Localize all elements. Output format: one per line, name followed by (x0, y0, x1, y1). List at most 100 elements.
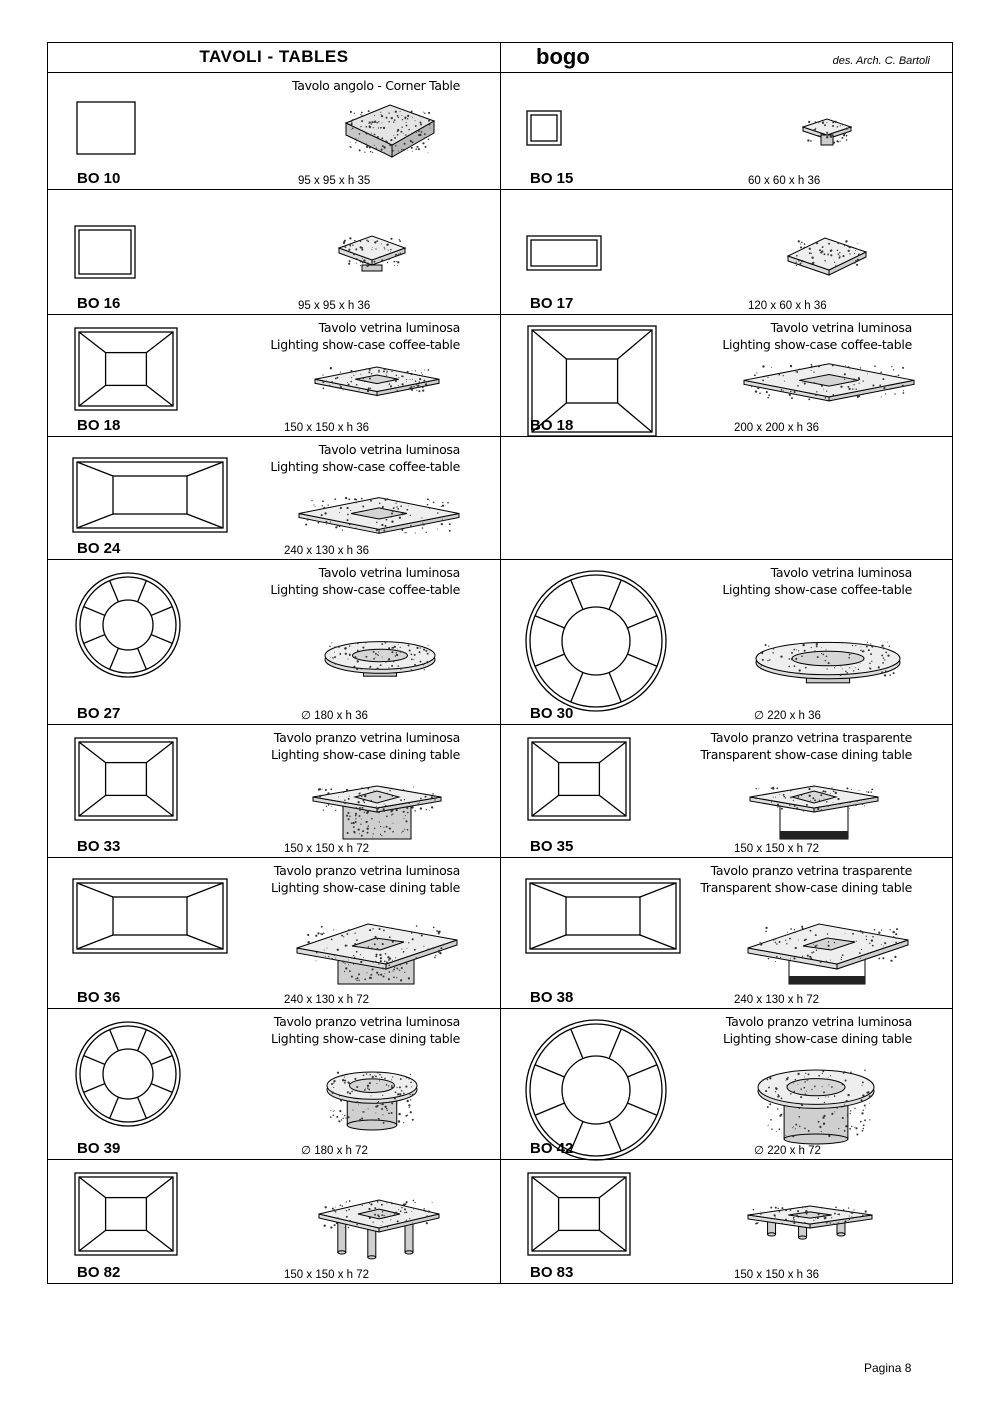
product-dimensions: 60 x 60 x h 36 (748, 175, 820, 187)
product-dimensions: 150 x 150 x h 36 (284, 422, 369, 434)
product-description: Tavolo pranzo vetrina trasparenteTranspa… (700, 862, 912, 896)
product-code: BO 42 (530, 1140, 573, 1157)
product-dimensions: 240 x 130 x h 72 (734, 994, 819, 1006)
plan-view (72, 325, 180, 418)
description-it: Tavolo vetrina luminosa (270, 441, 460, 458)
product-description: Tavolo angolo - Corner Table (292, 77, 460, 94)
description-en: Lighting show-case coffee-table (722, 336, 912, 353)
isometric-view-drawing (755, 1067, 877, 1145)
isometric-view-drawing (785, 234, 869, 276)
plan-view-drawing (72, 735, 180, 823)
plan-view-drawing (523, 876, 683, 956)
isometric-view (785, 234, 869, 281)
description-it: Tavolo vetrina luminosa (722, 319, 912, 336)
plan-view-drawing (525, 234, 605, 274)
product-dimensions: ∅ 180 x h 36 (301, 708, 368, 722)
isometric-view-drawing (340, 103, 440, 159)
description-it: Tavolo vetrina luminosa (270, 319, 460, 336)
product-code: BO 10 (77, 170, 120, 187)
product-code: BO 30 (530, 705, 573, 722)
product-code: BO 24 (77, 540, 120, 557)
product-dimensions: 150 x 150 x h 72 (284, 1269, 369, 1281)
product-code: BO 18 (530, 417, 573, 434)
product-cell: Tavolo pranzo vetrina luminosaLighting s… (48, 1009, 501, 1160)
description-it: Tavolo pranzo vetrina trasparente (700, 729, 912, 746)
product-sheet: TAVOLI - TABLES bogo des. Arch. C. Barto… (47, 42, 953, 1284)
product-description: Tavolo pranzo vetrina luminosaLighting s… (723, 1013, 912, 1047)
description-en: Lighting show-case dining table (271, 1030, 460, 1047)
plan-view (73, 570, 183, 685)
product-code: BO 39 (77, 1140, 120, 1157)
plan-view (75, 100, 139, 163)
description-en: Lighting show-case dining table (271, 746, 460, 763)
plan-view (73, 224, 139, 287)
product-description: Tavolo vetrina luminosaLighting show-cas… (722, 564, 912, 598)
product-dimensions: 150 x 150 x h 36 (734, 1269, 819, 1281)
description-en: Lighting show-case dining table (271, 879, 460, 896)
description-en: Lighting show-case coffee-table (722, 581, 912, 598)
isometric-view (745, 920, 911, 993)
description-en: Transparent show-case dining table (700, 879, 912, 896)
plan-view (70, 876, 230, 961)
page-number: Pagina 8 (864, 1361, 911, 1375)
product-description: Tavolo pranzo vetrina trasparenteTranspa… (700, 729, 912, 763)
plan-view-drawing (73, 224, 139, 282)
product-cell: Tavolo vetrina luminosaLighting show-cas… (48, 437, 501, 560)
description-en: Transparent show-case dining table (700, 746, 912, 763)
product-code: BO 36 (77, 989, 120, 1006)
description-it: Tavolo pranzo vetrina luminosa (723, 1013, 912, 1030)
isometric-view-drawing (747, 783, 881, 843)
product-dimensions: 150 x 150 x h 72 (734, 843, 819, 855)
product-cell: BO 17120 x 60 x h 36 (501, 190, 952, 315)
plan-view-drawing (525, 1170, 633, 1258)
product-cell: Tavolo angolo - Corner Table BO 10 95 x 95… (48, 73, 501, 190)
product-dimensions: ∅ 220 x h 36 (754, 708, 821, 722)
plan-view-drawing (72, 325, 180, 413)
product-dimensions: 120 x 60 x h 36 (748, 300, 827, 312)
product-dimensions: 95 x 95 x h 36 (298, 300, 370, 312)
isometric-view (753, 638, 903, 697)
product-cell: Tavolo pranzo vetrina luminosaLighting s… (48, 858, 501, 1009)
plan-view (525, 109, 565, 154)
product-code: BO 27 (77, 705, 120, 722)
plan-view-drawing (73, 570, 183, 680)
product-code: BO 35 (530, 838, 573, 855)
brand-name: bogo (536, 44, 590, 70)
isometric-view (745, 1204, 875, 1247)
plan-view (72, 735, 180, 828)
description-it: Tavolo pranzo vetrina luminosa (271, 1013, 460, 1030)
description-it: Tavolo pranzo vetrina trasparente (700, 862, 912, 879)
plan-view-drawing (525, 735, 633, 823)
isometric-view (322, 638, 438, 689)
product-dimensions: 95 x 95 x h 35 (298, 175, 370, 187)
plan-view-drawing (525, 109, 565, 149)
isometric-view-drawing (741, 361, 917, 407)
description-it: Tavolo angolo - Corner Table (292, 77, 460, 94)
plan-view (523, 568, 669, 719)
page-title: TAVOLI - TABLES (48, 47, 500, 67)
product-cell: Tavolo vetrina luminosaLighting show-cas… (501, 315, 952, 437)
product-code: BO 18 (77, 417, 120, 434)
product-description: Tavolo vetrina luminosaLighting show-cas… (270, 564, 460, 598)
product-dimensions: 240 x 130 x h 36 (284, 545, 369, 557)
product-description: Tavolo pranzo vetrina luminosaLighting s… (271, 1013, 460, 1047)
isometric-view-drawing (799, 117, 855, 149)
product-code: BO 33 (77, 838, 120, 855)
plan-view-drawing (70, 876, 230, 956)
product-cell: BO 83150 x 150 x h 36 (501, 1160, 952, 1283)
description-it: Tavolo vetrina luminosa (722, 564, 912, 581)
product-description: Tavolo pranzo vetrina luminosaLighting s… (271, 729, 460, 763)
description-en: Lighting show-case coffee-table (270, 458, 460, 475)
isometric-view-drawing (745, 1204, 875, 1242)
description-it: Tavolo pranzo vetrina luminosa (271, 862, 460, 879)
product-code: BO 82 (77, 1264, 120, 1281)
isometric-view-drawing (335, 234, 409, 274)
isometric-view (335, 234, 409, 279)
isometric-view (324, 1069, 420, 1136)
designer-credit: des. Arch. C. Bartoli (833, 55, 930, 67)
product-dimensions: 150 x 150 x h 72 (284, 843, 369, 855)
product-description: Tavolo vetrina luminosaLighting show-cas… (270, 441, 460, 475)
product-cell: Tavolo vetrina luminosaLighting show-cas… (48, 315, 501, 437)
isometric-view-drawing (310, 783, 444, 843)
product-description: Tavolo vetrina luminosaLighting show-cas… (270, 319, 460, 353)
